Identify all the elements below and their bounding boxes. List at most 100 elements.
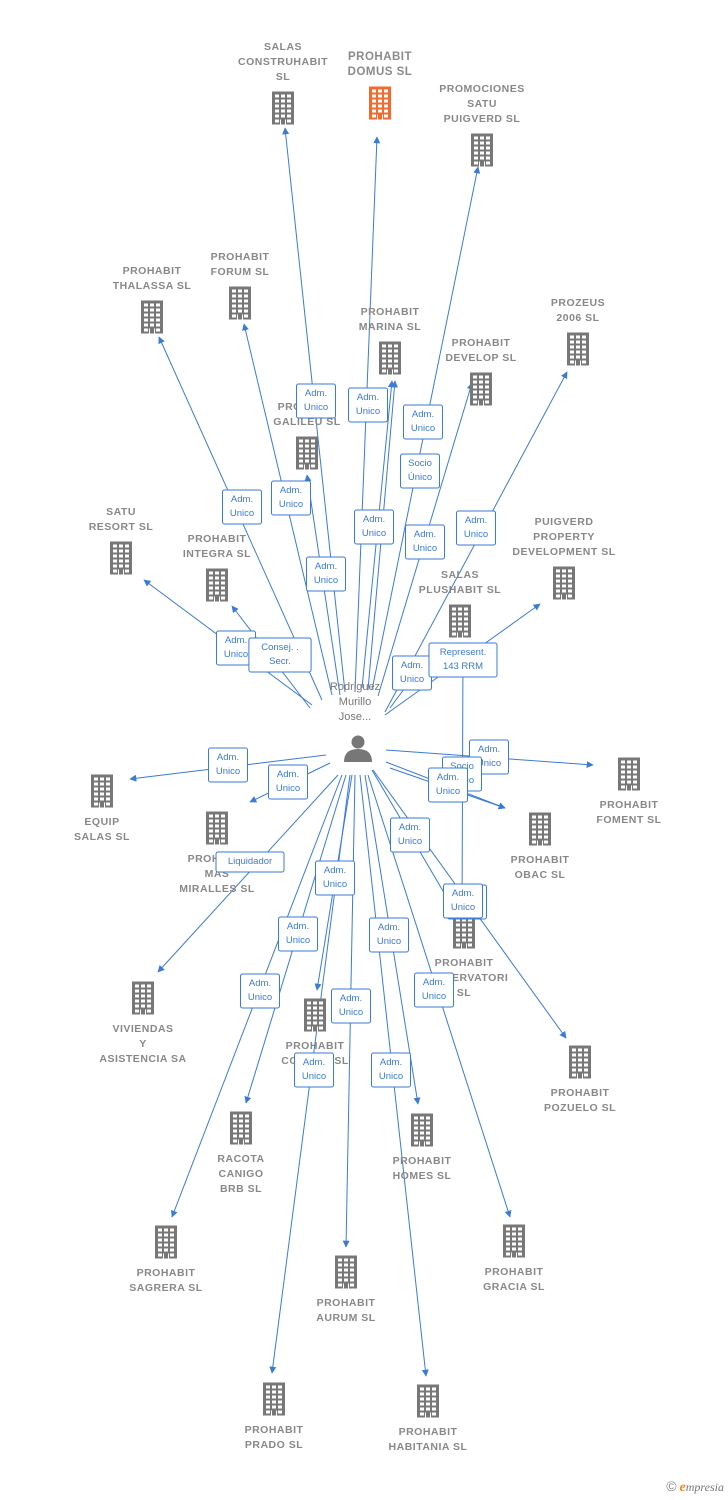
edge-label-text: Unico [451,902,475,913]
edge-label-prohabit-forum[interactable]: Adm. Unico [271,480,311,516]
edge-label-text: Unico [279,499,303,510]
building-icon [379,341,401,375]
edge-label-prohabit-prado[interactable]: Adm.Unico [294,1052,334,1088]
company-name: PLUSHABIT SL [419,584,502,596]
company-name: PROHABIT [551,1087,610,1099]
edge-label-puigverd-property[interactable]: Adm.Unico [392,655,432,691]
company-name: PROHABIT [393,1155,452,1167]
edge-label-text: Adm. [280,485,302,496]
company-name: THALASSA SL [113,280,192,292]
edge-label-prohabit-gracia[interactable]: Adm.Unico [414,972,454,1008]
brand-logo-initial: e [679,1480,686,1495]
company-name: RESORT SL [89,521,154,533]
company-name: BRB SL [220,1183,262,1195]
company-name: HABITANIA SL [389,1441,468,1453]
building-icon [304,998,326,1032]
building-icon [110,541,132,575]
edge-label-prohabit-galileu[interactable]: Adm.Unico [306,556,346,592]
edge-label-prohabit-marina[interactable]: Adm.Unico [403,404,443,440]
edge-label-text: Unico [323,879,347,890]
copyright-symbol: © [666,1478,677,1494]
edge-label-prozeus-2006[interactable]: Adm.Unico [456,510,496,546]
edge-label-prohabit-sagrera[interactable]: Adm.Unico [240,973,280,1009]
building-icon [263,1382,285,1416]
edge-label-prohabit-conservatori[interactable]: Adm. Unico [443,883,483,919]
edge-label-prohabit-obac[interactable]: Adm.Unico [428,767,468,803]
edge-label-prohabit-aurum[interactable]: Adm.Unico [331,988,371,1024]
company-name: VIVIENDAS [112,1023,173,1035]
edge-label-prohabit-habitania[interactable]: Adm.Unico [371,1052,411,1088]
person-node[interactable]: RodriguezMurilloJose... [330,681,380,762]
company-name: DOMUS SL [348,66,413,78]
person-icon [344,735,372,762]
building-icon [449,604,471,638]
company-name: PROHABIT [435,957,494,969]
building-icon [553,566,575,600]
company-name: FOMENT SL [596,814,661,826]
edge-label-prohabit-mas-miralles[interactable]: Adm.Unico [268,764,308,800]
edge-label-viviendas-asistencia[interactable]: Liquidador [215,851,285,873]
edge-label-text: Unico [248,992,272,1003]
edge-label-text: Represent. [440,647,486,658]
edge-label-text: Unico [339,1007,363,1018]
edge-label-prohabit-integra[interactable]: Consej. .Secr. [248,637,312,673]
brand-footer[interactable]: © empresia [666,1478,724,1496]
edge-label-salas-plushabit[interactable]: Represent.143 RRM [428,642,498,678]
building-icon [471,133,493,167]
edge-label-prohabit-conservatori[interactable]: Adm.Unico [390,817,430,853]
company-name: MIRALLES SL [179,883,255,895]
building-icon [503,1224,525,1258]
edge-label-text: Adm. [217,752,239,763]
company-name: PROHABIT [286,1040,345,1052]
building-icon [206,568,228,602]
edge-label-satu-resort[interactable]: Adm.Unico [216,630,256,666]
edge-label-prohabit-thalassa[interactable]: Adm.Unico [222,489,262,525]
edge-label-text: Unico [464,529,488,540]
edge-label-salas-construhabit[interactable]: Adm.Unico [296,383,336,419]
edge-label-text: Adm. [452,888,474,899]
edge-label-prohabit-homes[interactable]: Adm.Unico [369,917,409,953]
building-icon [206,811,228,845]
company-name: FORUM SL [211,266,270,278]
edge-label-prohabit-marina[interactable]: Adm.Unico [354,509,394,545]
company-name: PROHABIT [245,1424,304,1436]
edge-label-prohabit-develop[interactable]: Adm.Unico [405,524,445,560]
company-name: PROHABIT [317,1297,376,1309]
edge-labels-layer: Adm.UnicoAdm.UnicoSocioÚnicoAdm.UnicoAdm… [208,383,509,1088]
company-name: PROMOCIONES [439,83,524,95]
building-icon [91,774,113,808]
edge-label-text: Unico [224,649,248,660]
edge-label-racota-canigo-brb[interactable]: Adm.Unico [278,916,318,952]
edge-label-prohabit-cosmos[interactable]: Adm.Unico [315,860,355,896]
edge-label-prohabit-domus[interactable]: Adm.Unico [348,387,388,423]
edge-label-equip-salas[interactable]: Adm.Unico [208,747,248,783]
edge-label-text: Unico [304,402,328,413]
edge-label-text: Unico [230,508,254,519]
